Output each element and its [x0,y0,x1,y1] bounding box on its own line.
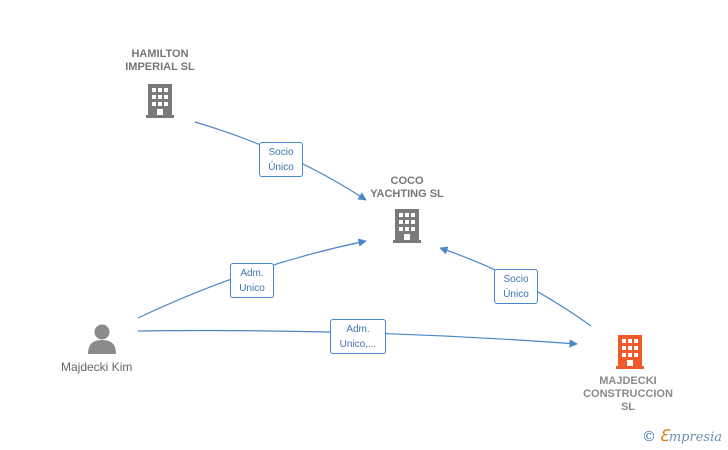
edge-label-socio-unico: Socio Único [259,142,303,177]
empresia-logo-text: mpresia [668,430,722,445]
building-icon-highlighted[interactable] [616,335,644,369]
edge-label-adm-unico-multi: Adm. Unico,... [330,319,386,354]
building-icon[interactable] [393,209,421,243]
copyright-symbol: © [642,429,657,445]
node-label-coco-yachting[interactable]: COCO YACHTING SL [370,175,444,200]
edge-label-socio-unico-2: Socio Único [494,269,538,304]
building-icon[interactable] [146,84,174,118]
node-label-majdecki-construccion[interactable]: MAJDECKI CONSTRUCCION SL [583,375,673,413]
node-label-hamilton-imperial[interactable]: HAMILTON IMPERIAL SL [125,48,195,73]
person-icon[interactable] [88,324,116,355]
node-label-majdecki-kim[interactable]: Majdecki Kim [61,360,133,374]
edge-label-adm-unico: Adm. Unico [230,263,274,298]
empresia-copyright: ©ℇmpresia [642,426,722,445]
empresia-logo-initial: ℇ [659,426,669,445]
